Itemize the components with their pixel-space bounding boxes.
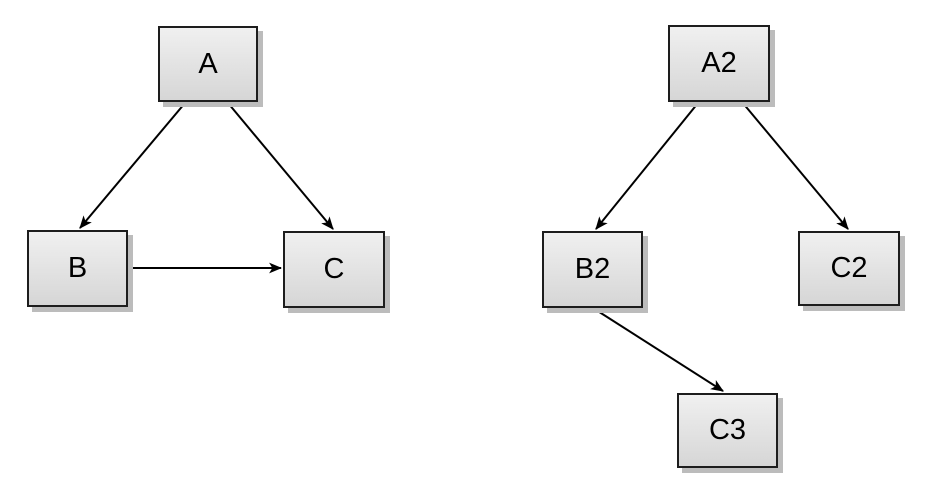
node-A2[interactable]: A2 — [668, 25, 770, 102]
node-C2[interactable]: C2 — [798, 231, 900, 306]
edge-A-C[interactable] — [227, 102, 334, 230]
edge-A2-B2[interactable] — [595, 102, 699, 230]
node-B2[interactable]: B2 — [542, 231, 643, 308]
node-label: B2 — [574, 253, 611, 285]
edge-B2-C3[interactable] — [592, 307, 724, 392]
node-label: A — [198, 47, 218, 80]
edge-A2-C2[interactable] — [741, 101, 849, 230]
node-C[interactable]: C — [283, 231, 385, 308]
node-label: A2 — [701, 47, 737, 79]
edge-A-B[interactable] — [79, 102, 186, 229]
node-C3[interactable]: C3 — [677, 393, 778, 468]
node-label: C2 — [830, 252, 868, 284]
node-label: C3 — [708, 414, 747, 446]
node-label: B — [67, 252, 88, 284]
node-label: C — [323, 253, 345, 285]
node-A[interactable]: A — [158, 26, 258, 102]
node-B[interactable]: B — [27, 230, 128, 307]
